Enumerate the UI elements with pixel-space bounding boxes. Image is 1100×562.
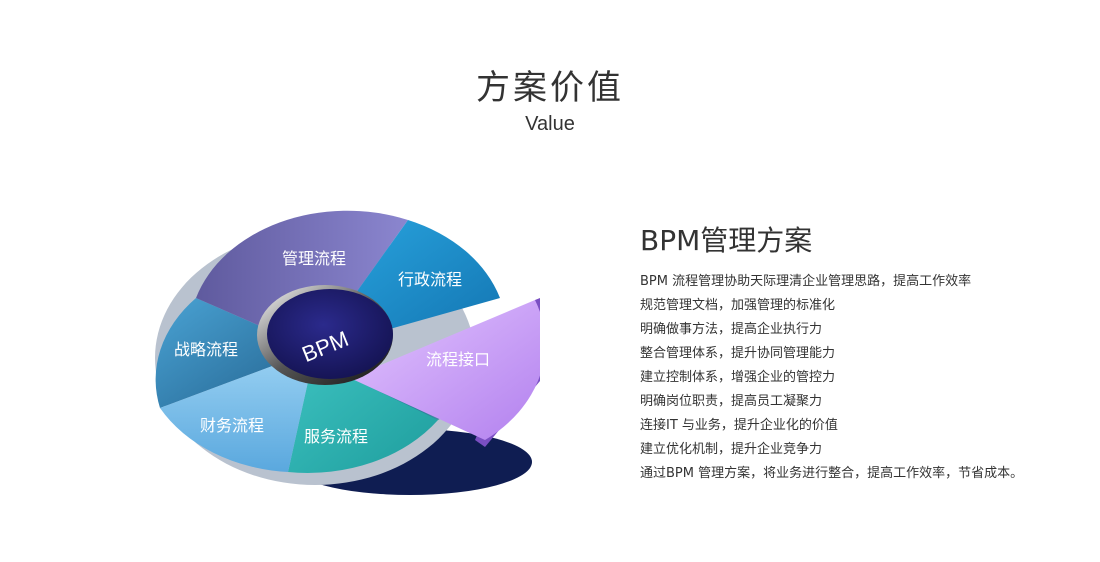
bpm-wheel-diagram: BPM 管理流程 行政流程 流程接口 服务流程 财务流程 战略流程 [155, 210, 540, 495]
segment-label-management: 管理流程 [282, 249, 346, 268]
segment-label-strategy: 战略流程 [174, 340, 238, 359]
list-item: 明确岗位职责，提高员工凝聚力 [640, 394, 823, 409]
value-list: BPM 流程管理协助天际理清企业管理思路，提高工作效率 规范管理文档，加强管理的… [640, 270, 1080, 486]
list-item: 建立优化机制，提升企业竞争力 [640, 442, 823, 457]
panel-title: BPM管理方案 [640, 224, 813, 257]
segment-label-admin: 行政流程 [398, 270, 462, 289]
list-item: 通过BPM 管理方案，将业务进行整合，提高工作效率，节省成本。 [640, 466, 1024, 481]
segment-interface [350, 300, 540, 440]
segment-label-service: 服务流程 [304, 427, 368, 446]
list-item: 规范管理文档，加强管理的标准化 [640, 298, 836, 313]
list-item: BPM 流程管理协助天际理清企业管理思路，提高工作效率 [640, 274, 972, 289]
list-item: 明确做事方法，提高企业执行力 [640, 322, 823, 337]
list-item: 整合管理体系，提升协同管理能力 [640, 346, 836, 361]
segment-finance [160, 350, 315, 472]
page-title: 方案价值 [476, 68, 624, 108]
value-panel: BPM管理方案 BPM 流程管理协助天际理清企业管理思路，提高工作效率 规范管理… [640, 222, 1080, 486]
segment-label-interface: 流程接口 [426, 350, 490, 369]
header: 方案价值 Value [0, 66, 1100, 136]
hub [267, 289, 393, 379]
list-item: 建立控制体系，增强企业的管控力 [640, 370, 836, 385]
segment-label-finance: 财务流程 [200, 416, 264, 435]
segment-management [196, 210, 408, 350]
page-subtitle: Value [525, 113, 575, 135]
list-item: 连接IT 与业务，提升企业化的价值 [640, 418, 838, 433]
segment-strategy [155, 298, 315, 408]
